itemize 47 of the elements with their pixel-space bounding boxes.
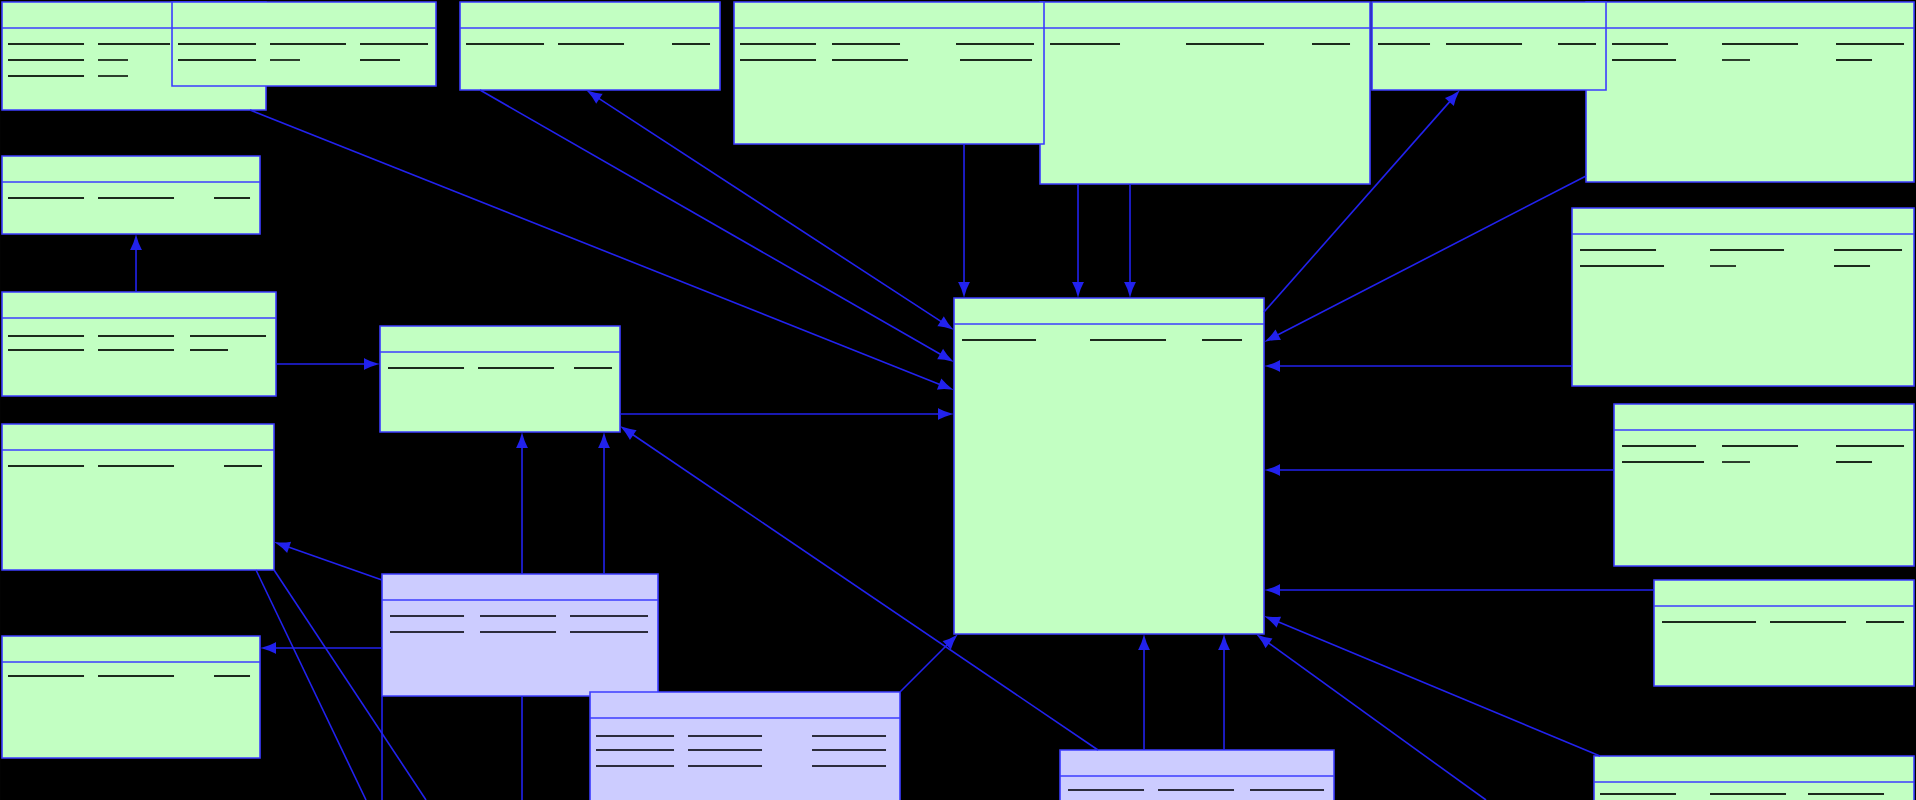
class-box [1059, 749, 1335, 800]
class-box [1371, 1, 1607, 91]
arrow [1263, 91, 1459, 313]
class-box [1, 291, 277, 397]
class-box [1653, 579, 1915, 687]
class-box [379, 325, 621, 433]
arrow [516, 434, 528, 575]
arrow [1124, 183, 1136, 296]
arrow [598, 434, 610, 575]
class-box [733, 1, 1045, 145]
arrow [276, 541, 383, 581]
arrow [899, 635, 957, 693]
arrow [1072, 183, 1084, 296]
connector-line [255, 569, 367, 800]
arrow [1218, 636, 1230, 751]
class-box [1571, 207, 1915, 387]
arrow [619, 408, 952, 420]
class-box [1613, 403, 1915, 567]
class-box [1593, 755, 1915, 800]
arrow [130, 236, 142, 293]
connector-line [273, 569, 427, 800]
class-box [1585, 1, 1915, 183]
class-box [459, 1, 721, 91]
class-box [1039, 1, 1371, 185]
class-box [953, 297, 1265, 635]
connector-line [381, 695, 383, 800]
class-box [381, 573, 659, 697]
arrow [587, 91, 953, 329]
class-box [171, 1, 437, 87]
arrow [479, 89, 952, 362]
arrow [249, 109, 952, 390]
class-box [1, 635, 261, 759]
arrow [1266, 175, 1587, 342]
arrow [958, 143, 970, 296]
class-box [589, 691, 901, 800]
arrow [621, 427, 1099, 751]
arrow [1266, 464, 1615, 476]
arrow [275, 358, 378, 370]
arrow [1257, 635, 1487, 800]
arrow [1138, 636, 1150, 751]
connector-line [521, 695, 523, 800]
class-box [1, 155, 261, 235]
arrow [1266, 584, 1655, 596]
class-box [1, 423, 275, 571]
arrow [1266, 616, 1601, 757]
arrow [262, 642, 383, 654]
arrow [1266, 360, 1573, 372]
